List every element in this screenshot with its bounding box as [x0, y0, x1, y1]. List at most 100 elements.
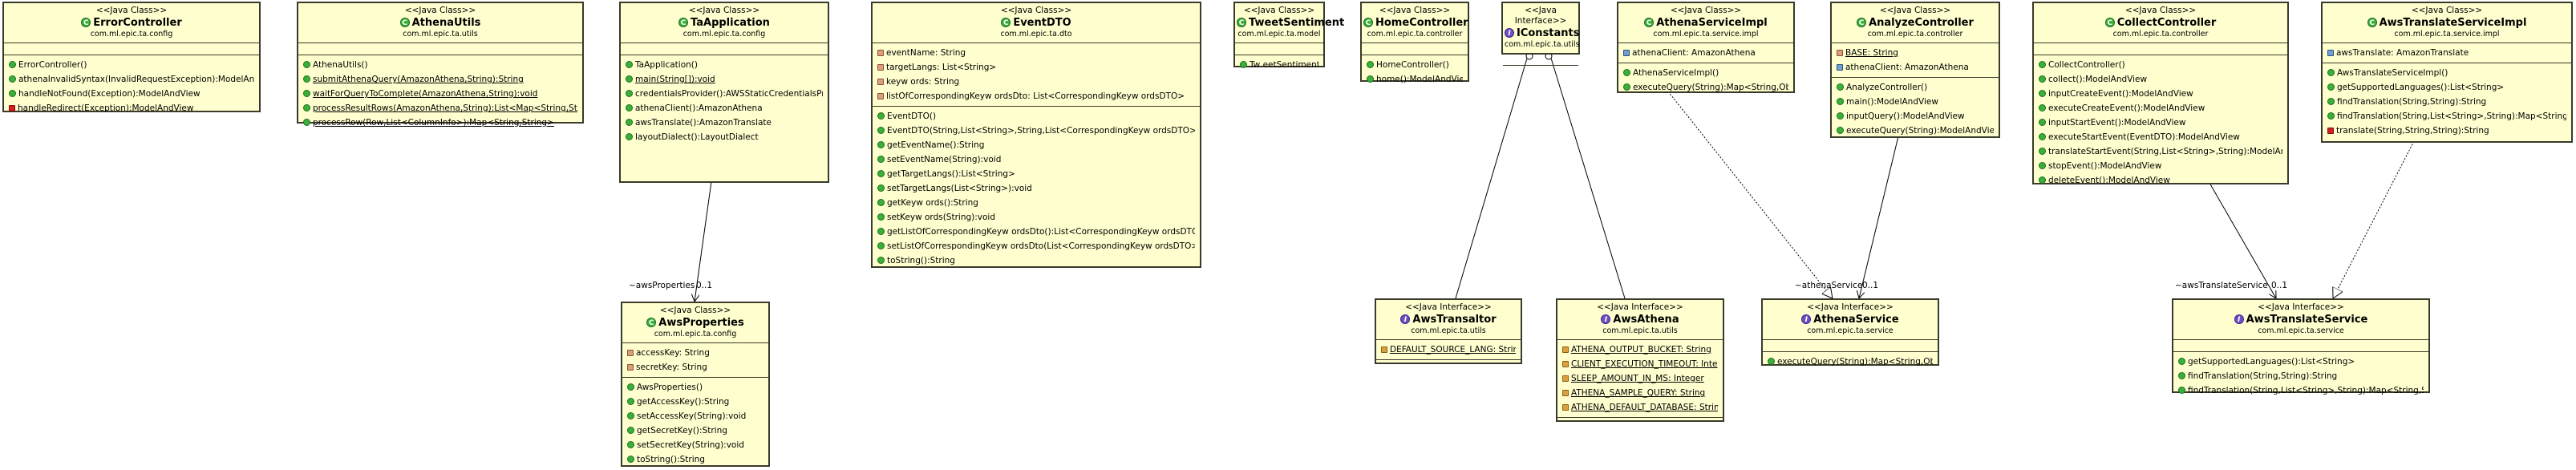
- method-row[interactable]: inputQuery():ModelAndView: [1837, 109, 1994, 124]
- method-row[interactable]: findTranslation(String,String):String: [2178, 369, 2424, 383]
- method-row[interactable]: toString():String: [877, 253, 1195, 268]
- field-row[interactable]: targetLangs: List<String>: [877, 60, 1195, 75]
- method-row[interactable]: executeQuery(String):ModelAndView: [1837, 124, 1994, 138]
- method-row[interactable]: toString():String: [627, 452, 763, 467]
- method-row[interactable]: AnalyzeController(): [1837, 80, 1994, 95]
- method-row[interactable]: TaApplication(): [626, 58, 823, 72]
- field-row[interactable]: eventName: String: [877, 46, 1195, 60]
- method-row[interactable]: inputCreateEvent():ModelAndView: [2039, 87, 2282, 101]
- method-row[interactable]: findTranslation(String,String):String: [2327, 95, 2566, 109]
- field-row[interactable]: ATHENA_OUTPUT_BUCKET: String: [1562, 342, 1718, 357]
- method-row[interactable]: deleteEvent():ModelAndView: [2039, 173, 2282, 188]
- constructor-icon: [877, 112, 885, 120]
- visibility-icon: [877, 64, 884, 71]
- method-row[interactable]: AthenaServiceImpl(): [1623, 66, 1788, 80]
- method-row[interactable]: main(String[]):void: [626, 72, 823, 87]
- public-method-icon: [877, 228, 885, 235]
- field-row[interactable]: secretKey: String: [627, 360, 763, 375]
- method-row[interactable]: credentialsProvider():AWSStaticCredentia…: [626, 87, 823, 101]
- method-row[interactable]: awsTranslate():AmazonTranslate: [626, 115, 823, 130]
- method-row[interactable]: translate(String,String,String):String: [2327, 124, 2566, 138]
- field-row[interactable]: DEFAULT_SOURCE_LANG: String: [1381, 342, 1516, 357]
- field-row[interactable]: ATHENA_SAMPLE_QUERY: String: [1562, 386, 1718, 400]
- method-row[interactable]: EventDTO(String,List<String>,String,List…: [877, 124, 1195, 138]
- method-text: TaApplication(): [635, 60, 698, 70]
- field-row[interactable]: awsTranslate: AmazonTranslate: [2327, 46, 2566, 60]
- method-row[interactable]: setEventName(String):void: [877, 152, 1195, 167]
- method-row[interactable]: AwsTranslateServiceImpl(): [2327, 66, 2566, 80]
- method-row[interactable]: translateStartEvent(String,List<String>,…: [2039, 144, 2282, 159]
- method-row[interactable]: AwsProperties(): [627, 380, 763, 395]
- field-row[interactable]: athenaClient: AmazonAthena: [1623, 46, 1788, 60]
- method-text: translate(String,String,String):String: [2336, 126, 2489, 136]
- method-row[interactable]: Tw eetSentiment(): [1240, 58, 1318, 72]
- method-row[interactable]: stopEvent():ModelAndView: [2039, 159, 2282, 173]
- field-row[interactable]: athenaClient: AmazonAthena: [1837, 60, 1994, 75]
- method-row[interactable]: getTargetLangs():List<String>: [877, 167, 1195, 181]
- method-row[interactable]: setListOfCorrespondingKeyw ordsDto(List<…: [877, 239, 1195, 253]
- method-row[interactable]: findTranslation(String,List<String>,Stri…: [2178, 383, 2424, 398]
- method-row[interactable]: layoutDialect():LayoutDialect: [626, 130, 823, 144]
- method-row[interactable]: getAccessKey():String: [627, 395, 763, 409]
- method-row[interactable]: handleNotFound(Exception):ModelAndView: [9, 87, 254, 101]
- method-row[interactable]: getSupportedLanguages():List<String>: [2178, 355, 2424, 369]
- method-row[interactable]: setKeyw ords(String):void: [877, 210, 1195, 225]
- method-row[interactable]: home():ModelAndView: [1367, 72, 1463, 87]
- class-icon: C: [646, 318, 657, 327]
- method-row[interactable]: setAccessKey(String):void: [627, 409, 763, 423]
- method-row[interactable]: waitForQueryToComplete(AmazonAthena,Stri…: [303, 87, 577, 101]
- private-method-icon: [2327, 128, 2334, 134]
- field-row[interactable]: CLIENT_EXECUTION_TIMEOUT: Integer: [1562, 357, 1718, 371]
- method-row[interactable]: ErrorController(): [9, 58, 254, 72]
- method-row[interactable]: processResultRows(AmazonAthena,String):L…: [303, 101, 577, 115]
- method-row[interactable]: getSupportedLanguages():List<String>: [2327, 80, 2566, 95]
- method-row[interactable]: getKeyw ords():String: [877, 196, 1195, 210]
- method-row[interactable]: EventDTO(): [877, 109, 1195, 124]
- method-row[interactable]: setSecretKey(String):void: [627, 438, 763, 452]
- field-row[interactable]: ATHENA_DEFAULT_DATABASE: String: [1562, 400, 1718, 415]
- method-row[interactable]: processRow(Row,List<ColumnInfo>):Map<Str…: [303, 115, 577, 130]
- method-row[interactable]: setTargetLangs(List<String>):void: [877, 181, 1195, 196]
- method-row[interactable]: CollectController(): [2039, 58, 2282, 72]
- method-row[interactable]: executeQuery(String):Map<String,Object>: [1768, 355, 1933, 369]
- field-row[interactable]: SLEEP_AMOUNT_IN_MS: Integer: [1562, 371, 1718, 386]
- method-row[interactable]: submitAthenaQuery(AmazonAthena,String):S…: [303, 72, 577, 87]
- method-row[interactable]: handleRedirect(Exception):ModelAndView: [9, 101, 254, 115]
- method-row[interactable]: getListOfCorrespondingKeyw ordsDto():Lis…: [877, 225, 1195, 239]
- method-row[interactable]: getSecretKey():String: [627, 423, 763, 438]
- method-row[interactable]: collect():ModelAndView: [2039, 72, 2282, 87]
- method-row[interactable]: HomeController(): [1367, 58, 1463, 72]
- method-row[interactable]: inputStartEvent():ModelAndView: [2039, 115, 2282, 130]
- field-row[interactable]: keyw ords: String: [877, 75, 1195, 89]
- method-row[interactable]: athenaClient():AmazonAthena: [626, 101, 823, 115]
- field-row[interactable]: BASE: String: [1837, 46, 1994, 60]
- method-row[interactable]: executeStartEvent(EventDTO):ModelAndView: [2039, 130, 2282, 144]
- method-row[interactable]: executeQuery(String):Map<String,Object>: [1623, 80, 1788, 95]
- method-row[interactable]: executeCreateEvent():ModelAndView: [2039, 101, 2282, 115]
- method-row[interactable]: AthenaUtils(): [303, 58, 577, 72]
- method-row[interactable]: findTranslation(String,List<String>,Stri…: [2327, 109, 2566, 124]
- field-row[interactable]: listOfCorrespondingKeyw ordsDto: List<Co…: [877, 89, 1195, 103]
- method-row[interactable]: main():ModelAndView: [1837, 95, 1994, 109]
- field-row[interactable]: accessKey: String: [627, 346, 763, 360]
- method-row[interactable]: getEventName():String: [877, 138, 1195, 152]
- method-row[interactable]: athenaInvalidSyntax(InvalidRequestExcept…: [9, 72, 254, 87]
